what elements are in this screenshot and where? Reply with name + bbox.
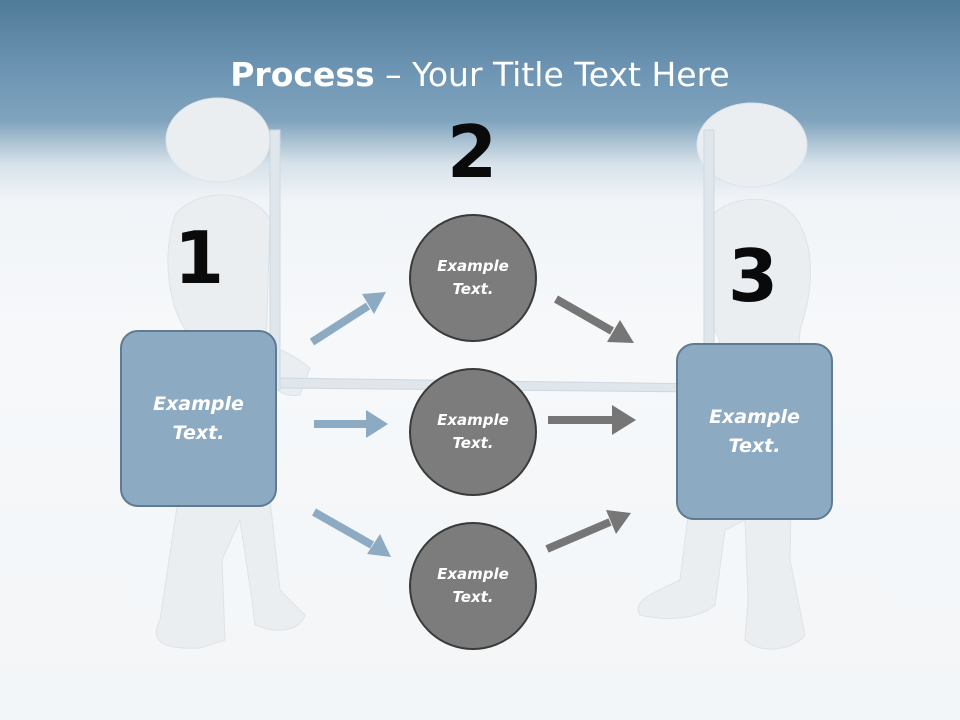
arrow-left-to-top xyxy=(309,292,386,346)
step-number-1: 1 xyxy=(173,216,225,300)
top-circle-text: Example Text. xyxy=(437,257,509,298)
right-figure-head xyxy=(696,102,808,188)
bottom-example-circle: Example Text. xyxy=(409,522,537,650)
step-number-3: 3 xyxy=(727,234,779,318)
right-box-text: Example Text. xyxy=(709,405,800,457)
left-box-text: Example Text. xyxy=(153,392,244,444)
arrow-left-to-middle xyxy=(314,410,388,438)
top-example-circle: Example Text. xyxy=(409,214,537,342)
arrow-top-to-right xyxy=(554,295,634,343)
slide-title: Process – Your Title Text Here xyxy=(0,52,960,98)
middle-example-circle: Example Text. xyxy=(409,368,537,496)
left-example-box: Example Text. xyxy=(120,330,277,507)
right-example-box: Example Text. xyxy=(676,343,833,520)
header-band xyxy=(0,0,960,200)
bottom-circle-text: Example Text. xyxy=(437,565,509,606)
arrow-bottom-to-right xyxy=(545,510,631,553)
title-rest: – Your Title Text Here xyxy=(374,55,730,94)
arrow-middle-to-right xyxy=(548,405,636,435)
step-number-2: 2 xyxy=(446,110,498,194)
title-bold: Process xyxy=(230,55,375,94)
arrow-left-to-bottom xyxy=(312,508,391,557)
middle-circle-text: Example Text. xyxy=(437,411,509,452)
